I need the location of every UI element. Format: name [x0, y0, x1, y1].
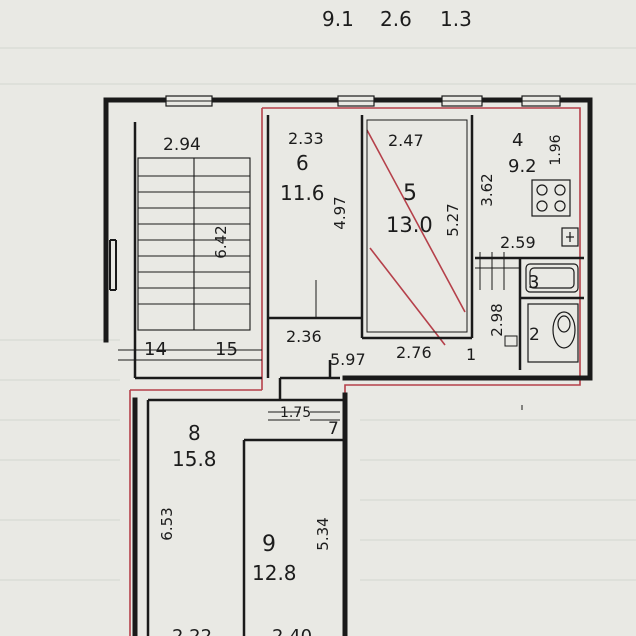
corridor-width-label: 2.36 — [286, 327, 322, 346]
corridor-length2-label: 2.76 — [396, 343, 432, 362]
kitchen-length-label: 3.62 — [478, 173, 496, 206]
paper-lines — [0, 47, 636, 581]
room8-length-label: 6.53 — [158, 507, 176, 540]
kitchen-number-label: 4 — [512, 130, 523, 151]
room8-area-label: 15.8 — [172, 447, 217, 471]
bath-number-label: 3 — [528, 272, 539, 293]
wc-length-label: 2.98 — [488, 303, 506, 336]
stove-icon — [531, 179, 571, 217]
room6-length-label: 4.97 — [331, 196, 349, 229]
room8-tag-label: 7 — [328, 419, 339, 439]
room5-length-label: 5.27 — [444, 203, 462, 236]
landing-right-label: 15 — [215, 339, 238, 360]
left-door-marks — [109, 239, 117, 291]
room5-area-label: 13.0 — [386, 213, 433, 237]
stair-length-label: 6.42 — [212, 225, 230, 258]
apartment-red-outline — [129, 107, 581, 636]
sink-icon — [561, 227, 579, 247]
staircase — [137, 157, 251, 331]
room6-width-label: 2.33 — [288, 129, 324, 148]
stair-width-label: 2.94 — [163, 135, 201, 155]
room5-number-label: 5 — [403, 181, 417, 206]
room9-area-label: 12.8 — [252, 561, 297, 585]
room8-door-width-label: 1.75 — [280, 405, 311, 421]
bottom-left-label: 2.22 — [172, 626, 212, 636]
header-value-3: 1.3 — [440, 7, 472, 31]
bottom-right-label: 2.40 — [272, 626, 312, 636]
toilet-icon — [527, 303, 579, 363]
corridor-number-label: 1 — [466, 345, 476, 364]
corridor-length-label: 5.97 — [330, 350, 366, 369]
kitchen-width-label: 1.96 — [548, 134, 564, 165]
header-numbers: 9.1 2.6 1.3 — [322, 7, 472, 31]
room6-number-label: 6 — [296, 151, 309, 175]
header-value-1: 9.1 — [322, 7, 354, 31]
kitchen-area-label: 9.2 — [508, 156, 537, 177]
small-door-marks — [504, 335, 523, 410]
thin-walls — [118, 119, 520, 421]
room9-number-label: 9 — [262, 532, 276, 557]
room8-number-label: 8 — [188, 421, 201, 445]
bathtub-icon — [525, 263, 579, 293]
room6-area-label: 11.6 — [280, 181, 325, 205]
bath-width-label: 2.59 — [500, 233, 536, 252]
header-value-2: 2.6 — [380, 7, 412, 31]
wc-number-label: 2 — [529, 325, 540, 345]
landing-left-label: 14 — [144, 339, 167, 360]
room9-length-label: 5.34 — [314, 517, 332, 550]
interior-walls — [133, 115, 584, 636]
room5-width-label: 2.47 — [388, 131, 424, 150]
